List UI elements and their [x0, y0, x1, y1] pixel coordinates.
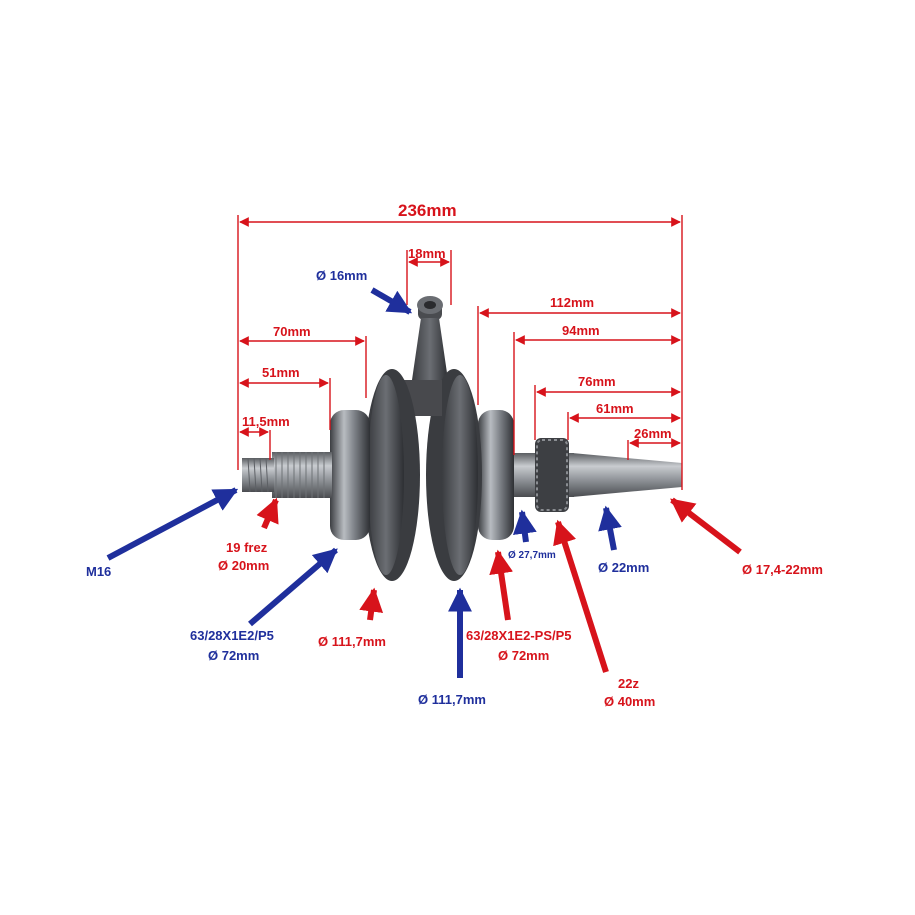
dim-18-label: 18mm [408, 246, 446, 261]
gear-diameter-label: Ø 40mm [604, 694, 655, 709]
spline-teeth [275, 452, 325, 498]
bearing-right-code-label: 63/28X1E2-PS/P5 [466, 628, 572, 643]
dim-112-label: 112mm [550, 295, 594, 310]
left-crank-web [364, 369, 420, 581]
web-left-diameter-label: Ø 111,7mm [318, 634, 386, 649]
shaft-diameter-label: Ø 22mm [598, 560, 649, 575]
thread-label: M16 [86, 564, 111, 579]
dim-26-label: 26mm [634, 426, 672, 441]
dim-94-label: 94mm [562, 323, 600, 338]
spline-shaft [272, 452, 332, 498]
dim-11-label: 11,5mm [242, 414, 290, 429]
taper-diameter-label: Ø 17,4-22mm [742, 562, 823, 577]
dim-61-label: 61mm [596, 401, 634, 416]
arrow-bearing-right [489, 549, 514, 621]
taper-end [572, 453, 682, 497]
arrow-spline [256, 497, 279, 530]
dim-51-label: 51mm [262, 365, 300, 380]
dimension-lines [237, 215, 683, 490]
callout-arrows [106, 287, 742, 678]
arrow-taper [670, 497, 742, 555]
connecting-rod [412, 296, 448, 380]
bearing-right-diameter-label: Ø 72mm [498, 648, 549, 663]
timing-gear [535, 438, 569, 512]
thread-lines [247, 457, 269, 493]
dim-76-label: 76mm [578, 374, 616, 389]
bearing-left-diameter-label: Ø 72mm [208, 648, 259, 663]
right-bearing [478, 410, 514, 540]
arrow-m16 [106, 487, 239, 561]
dim-236-label: 236mm [398, 201, 457, 220]
crankshaft-photo [242, 296, 682, 581]
gear-teeth-label: 22z [618, 676, 639, 691]
threaded-end [242, 458, 274, 492]
spline-diameter-label: Ø 20mm [218, 558, 269, 573]
arrow-rod-bore [370, 287, 413, 315]
spline-count-label: 19 frez [226, 540, 268, 555]
arrow-bearing-left [248, 547, 338, 627]
left-bearing [330, 410, 370, 540]
arrow-journal [512, 509, 537, 543]
dim-70-label: 70mm [273, 324, 311, 339]
bearing-left-code-label: 63/28X1E2/P5 [190, 628, 274, 643]
right-crank-web [426, 369, 482, 581]
web-right-diameter-label: Ø 111,7mm [418, 692, 486, 707]
arrow-web-left [359, 587, 384, 621]
arrow-gear [553, 519, 609, 673]
arrow-shaft [598, 505, 622, 551]
journal-diameter-label: Ø 27,7mm [508, 550, 556, 561]
rod-bore-label: Ø 16mm [316, 268, 367, 283]
